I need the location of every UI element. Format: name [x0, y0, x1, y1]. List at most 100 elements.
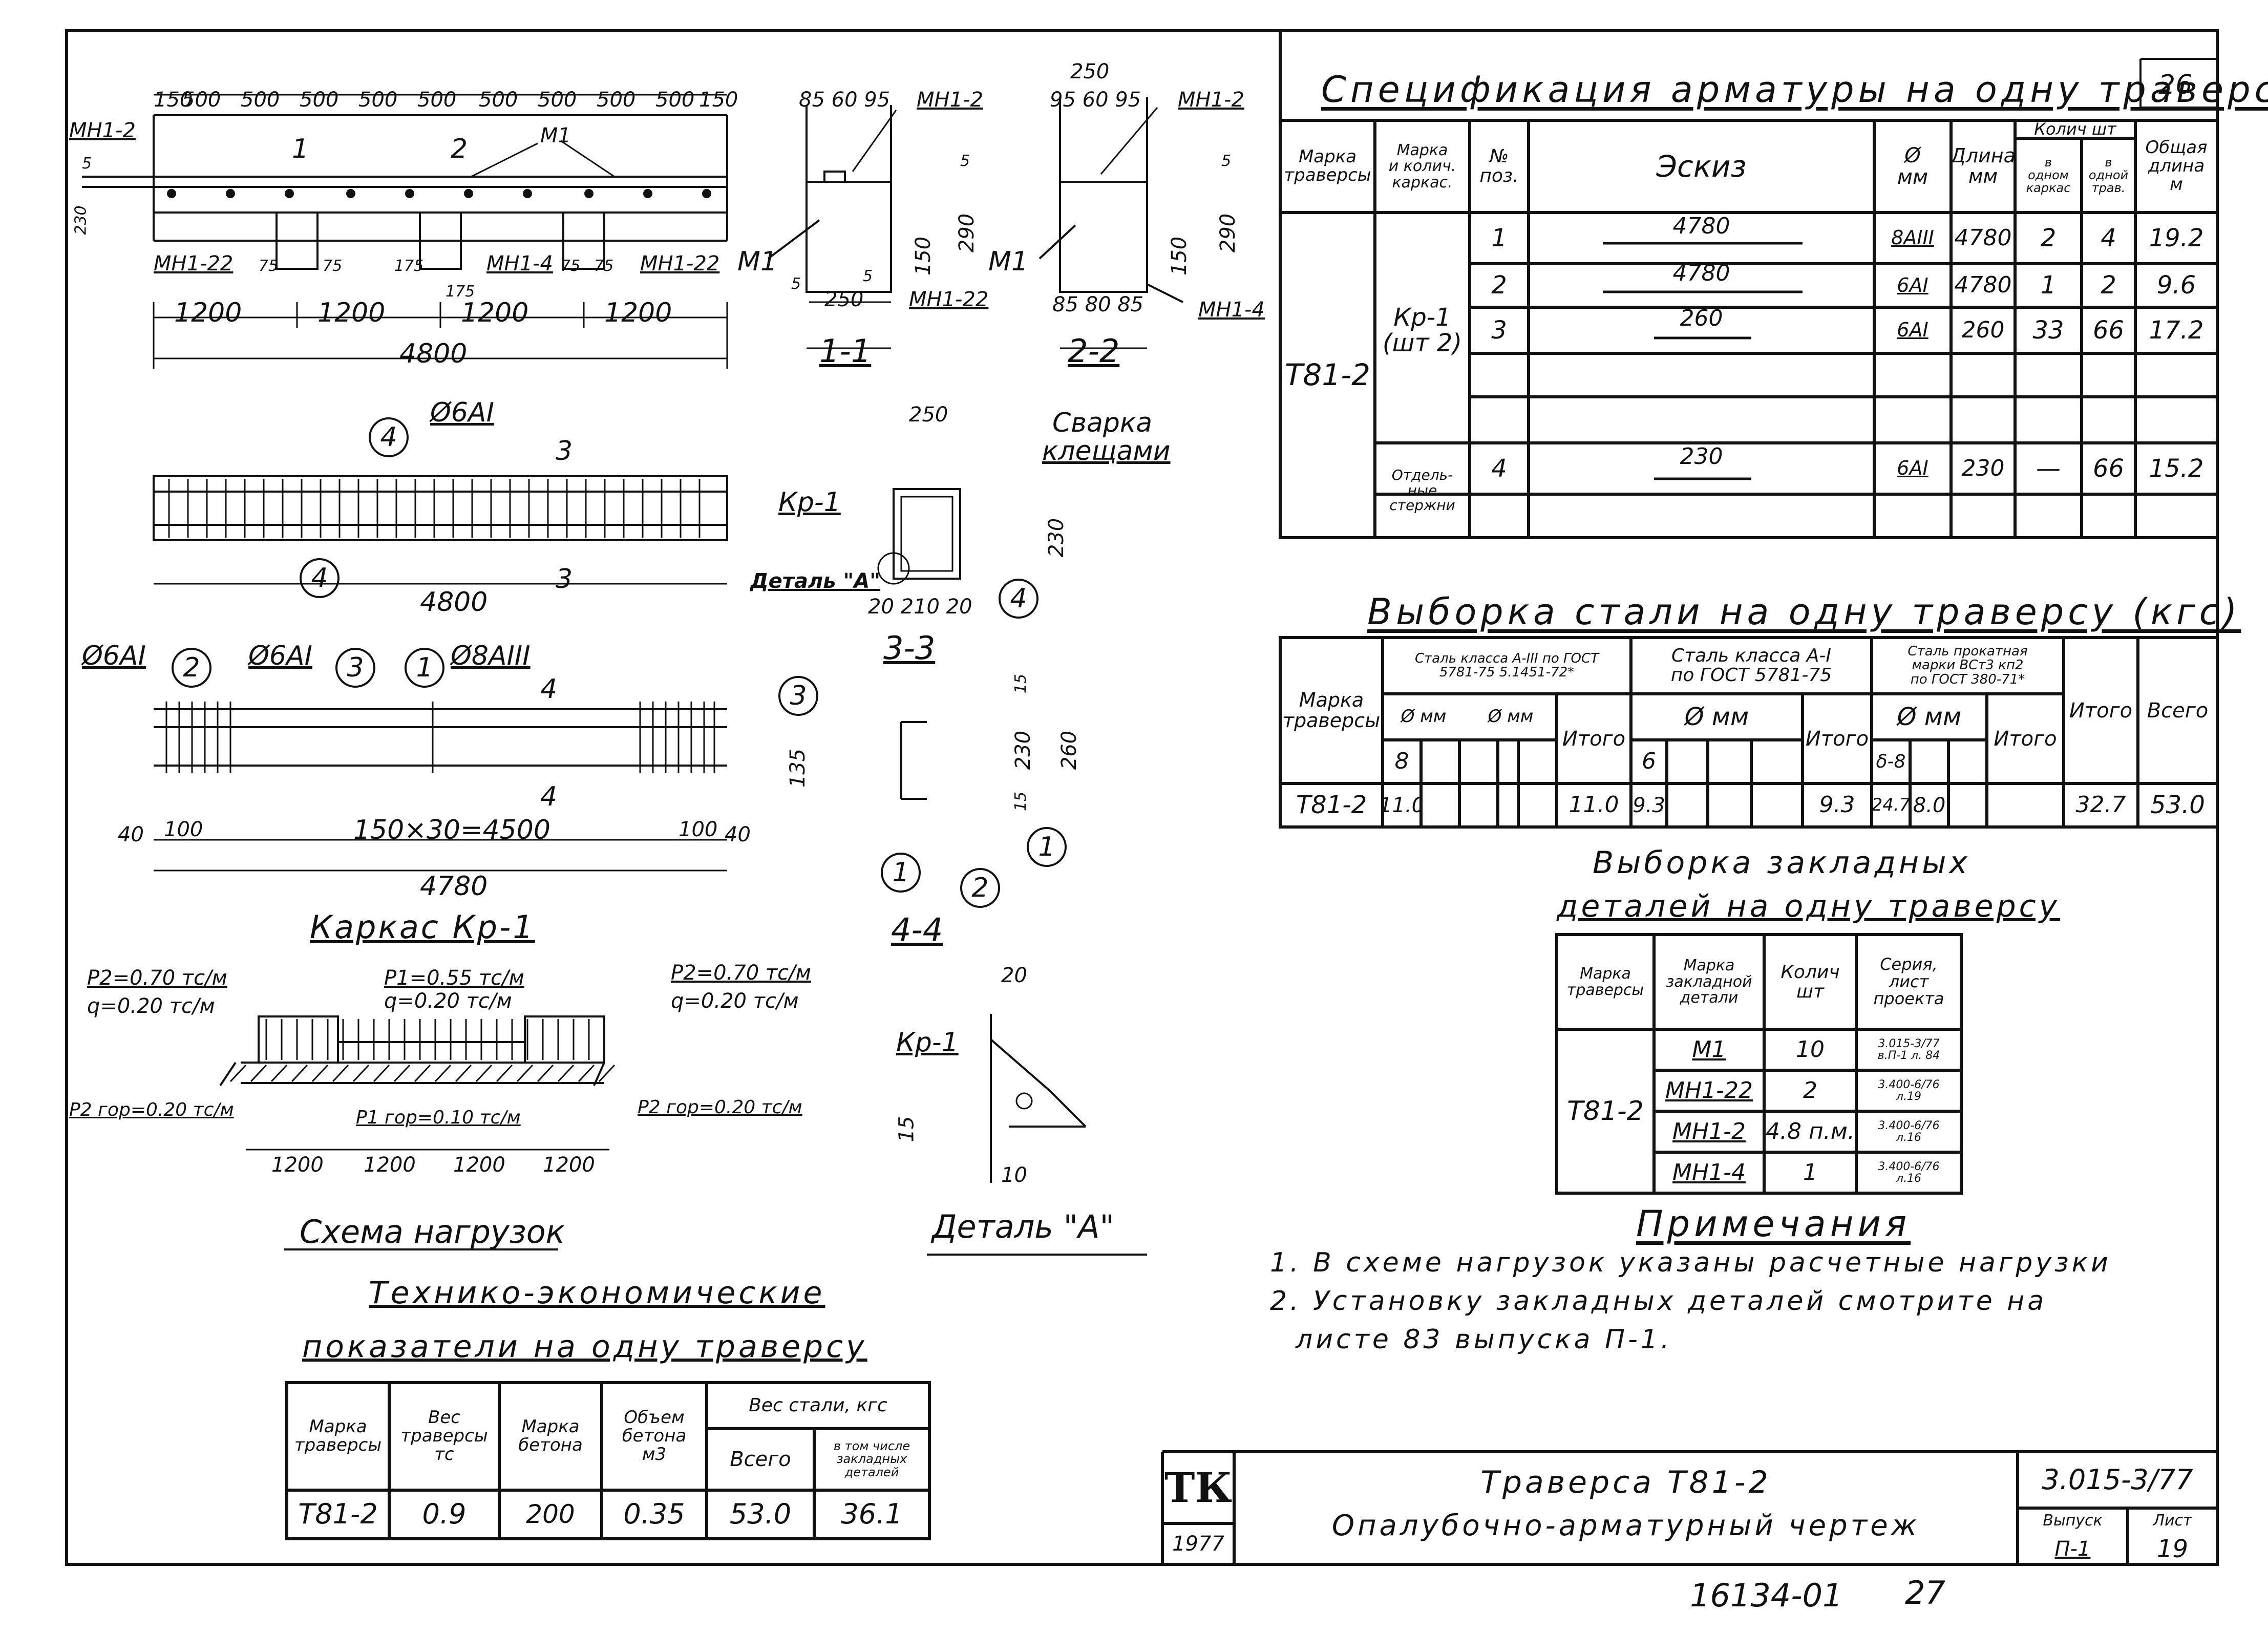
tech-title2: показатели на одну траверсу: [302, 1329, 867, 1365]
stamp-series: 3.015-3/77: [2042, 1463, 2193, 1496]
tech-all: 53.0: [729, 1498, 792, 1531]
load-p2-left: P2=0.70 тс/м: [87, 966, 227, 990]
section-1-1: [767, 105, 897, 349]
label-m1: М1: [540, 124, 571, 147]
spec-h-sketch: Эскиз: [1656, 149, 1747, 184]
elev-dim-top: 500: [538, 88, 577, 112]
elev-dim-1200-2: 1200: [317, 298, 386, 328]
steel-h-g3: Сталь прокатная марки ВСт3 кп2 по ГОСТ 3…: [1907, 644, 2028, 687]
frame-d40a: 40: [118, 823, 144, 846]
dim-75a: 75: [259, 257, 279, 275]
steel-all: 53.0: [2150, 791, 2205, 820]
load-span-2: 1200: [364, 1153, 416, 1177]
sec11-mn1-2: МН1-2: [917, 88, 983, 112]
emb-row-series: 3.400-6/76 л.19: [1878, 1078, 1940, 1103]
elev-dim-1200-3: 1200: [461, 298, 529, 328]
sec22-mn1-4: МН1-4: [1198, 298, 1265, 322]
tech-brand: Т81-2: [298, 1498, 378, 1531]
sec22-mn1-2: МН1-2: [1178, 88, 1244, 112]
sec22-dims-bot: 85 80 85: [1052, 293, 1144, 316]
plan-total: 4800: [420, 587, 488, 618]
cut-1: 1: [292, 134, 309, 164]
spec-h-total-len: Общая длина м: [2145, 137, 2208, 195]
spec-row-total: 9.6: [2156, 271, 2196, 300]
sec11-5b: 5: [791, 275, 801, 293]
steel-h-d6: 6: [1642, 748, 1656, 775]
beam-elevation: [82, 94, 728, 369]
elev-dim-top: 500: [300, 88, 339, 112]
cut-2: 2: [451, 134, 468, 164]
steel-a3: 11.0: [1383, 793, 1421, 817]
tech-weight: 0.9: [422, 1498, 467, 1531]
tech-table-lines: [285, 1381, 931, 1540]
load-pgor-right: P2 гор=0.20 тс/м: [638, 1097, 802, 1118]
spec-row-n2: 2: [2101, 271, 2116, 300]
sec11-150: 150: [912, 236, 936, 276]
sec11-290: 290: [955, 213, 979, 253]
spec-row-dia: 6АI: [1897, 319, 1928, 342]
stamp-sheet: 19: [2156, 1534, 2189, 1563]
label-mn1-22-right: МН1-22: [640, 252, 720, 275]
stamp-year: 1977: [1172, 1532, 1224, 1556]
frame-stirrups: [165, 702, 715, 773]
detail-20: 20: [1001, 964, 1027, 987]
sec22-dims-top: 95 60 95: [1050, 88, 1141, 112]
sec44-260: 260: [1057, 730, 1082, 770]
spec-row-total: 15.2: [2149, 454, 2204, 483]
anchor-points: [167, 189, 711, 198]
spec-row-pos: 3: [1491, 315, 1507, 345]
dim-75c: 75: [561, 257, 581, 275]
frame-bar3: Ø8АIII: [451, 641, 531, 671]
sheet-number-top: 26: [2158, 70, 2193, 100]
sec44-15b: 15: [1012, 791, 1030, 812]
sec11-dims-top: 85 60 95: [799, 88, 891, 112]
tech-title1: Технико-экономические: [369, 1275, 825, 1311]
label-mn1-2: МН1-2: [69, 119, 136, 142]
steel-h-d3: δ-8: [1876, 751, 1906, 772]
detail-a: [990, 1014, 1087, 1183]
sec33-dims-bot: 20 210 20: [868, 595, 972, 619]
dim-75d: 75: [594, 257, 614, 275]
steel-h-itogo2: Итого: [1805, 727, 1869, 751]
spec-separate: Отдель- ные стержни: [1389, 466, 1455, 514]
emb-h-mark: Марка закладной детали: [1666, 957, 1752, 1007]
sec11-250: 250: [824, 288, 864, 311]
elev-dim-top: 500: [241, 88, 280, 112]
spec-h-len: Длина мм: [1951, 144, 2015, 187]
dim-75b: 75: [323, 257, 343, 275]
spec-table-lines: [1279, 58, 2219, 539]
emb-row-qty: 10: [1796, 1036, 1825, 1063]
sec11-5c: 5: [863, 267, 873, 285]
steel-h-itogo1: Итого: [1562, 727, 1626, 751]
stamp-subtitle: Опалубочно-арматурный чертеж: [1331, 1509, 1920, 1542]
sec44-pos1a: 1: [1027, 827, 1067, 867]
spec-h-frame: Марка и колич. каркас.: [1388, 141, 1456, 192]
spec-row-n2: 4: [2101, 223, 2116, 252]
emb-row-qty: 2: [1803, 1077, 1817, 1104]
elev-dim-top: 500: [597, 88, 636, 112]
steel-table-lines: [1279, 636, 2219, 829]
spec-frame: Кр-1 (шт 2): [1382, 303, 1462, 357]
sec44-title: 4-4: [891, 911, 943, 948]
frame-d40b: 40: [725, 823, 751, 846]
sec33-230: 230: [1045, 518, 1069, 558]
sec22-250: 250: [1070, 60, 1110, 83]
steel-h-brand: Марка траверсы: [1282, 688, 1381, 732]
steel-st2: 8.0: [1913, 793, 1946, 817]
spec-row-len: 230: [1961, 455, 2005, 481]
spec-row-len: 260: [1961, 316, 2005, 343]
frame-d100b: 100: [679, 818, 718, 841]
sec11-mn1-22: МН1-22: [909, 288, 989, 311]
bottom-code: 16134-01: [1690, 1577, 1843, 1614]
tech-h-steel: Вес стали, кгс: [749, 1395, 887, 1416]
label-mn1-22-left: МН1-22: [154, 252, 234, 275]
spec-h-pos: № поз.: [1479, 146, 1519, 186]
spec-brand: Т81-2: [1284, 357, 1371, 393]
spec-row-dia: 6АI: [1897, 273, 1928, 296]
dim-175b: 175: [446, 283, 475, 301]
section-2-2: [1038, 97, 1183, 349]
spec-row-dia: 6АI: [1897, 457, 1928, 480]
frame-cut4-top: 4: [540, 674, 558, 705]
steel-a1-total: 9.3: [1819, 792, 1855, 818]
spec-row-n2: 66: [2092, 454, 2125, 483]
